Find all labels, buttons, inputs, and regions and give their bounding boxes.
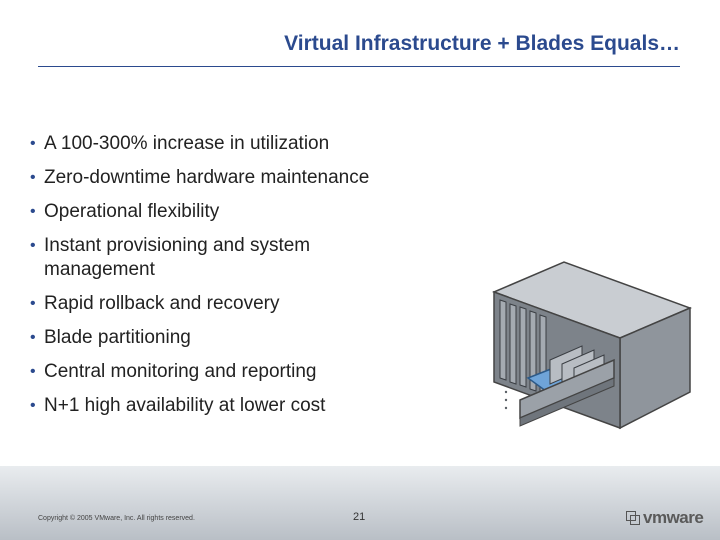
blade-server-chassis-illustration	[491, 261, 693, 430]
vmware-logo: vmware	[626, 508, 704, 528]
bullet-dot: •	[30, 397, 36, 414]
bullet-text: Instant provisioning and system manageme…	[44, 235, 311, 280]
bullet-text: Zero-downtime hardware maintenance	[44, 167, 370, 188]
footer-band	[0, 466, 720, 540]
bullet-item: • Operational flexibility	[30, 200, 470, 224]
vmware-logo-text: vmware	[643, 508, 704, 527]
bullet-text: Central monitoring and reporting	[44, 361, 317, 382]
bullet-item: • Blade partitioning	[30, 326, 470, 350]
bullet-dot: •	[30, 135, 36, 152]
title-divider	[38, 66, 680, 67]
bullet-item: • N+1 high availability at lower cost	[30, 394, 470, 418]
bullet-text: A 100-300% increase in utilization	[44, 133, 330, 154]
bullet-dot: •	[30, 169, 36, 186]
bullet-text: N+1 high availability at lower cost	[44, 395, 326, 416]
bullet-list: • A 100-300% increase in utilization • Zer…	[30, 132, 470, 428]
bullet-text: Operational flexibility	[44, 201, 220, 222]
slide-title: Virtual Infrastructure + Blades Equals…	[284, 32, 680, 55]
copyright-text: Copyright © 2005 VMware, Inc. All rights…	[38, 515, 195, 522]
bullet-item: • Zero-downtime hardware maintenance	[30, 166, 470, 190]
bullet-text: Rapid rollback and recovery	[44, 293, 280, 314]
bullet-item: • Rapid rollback and recovery	[30, 292, 470, 316]
bullet-item: • Instant provisioning and system managem…	[30, 234, 389, 282]
bullet-text: Blade partitioning	[44, 327, 191, 348]
bullet-dot: •	[30, 329, 36, 346]
bullet-dot: •	[30, 363, 36, 380]
page-number: 21	[353, 511, 366, 523]
vmware-logo-icon	[626, 511, 640, 525]
bullet-dot: •	[30, 203, 36, 220]
bullet-dot: •	[30, 295, 36, 312]
bullet-item: • Central monitoring and reporting	[30, 360, 470, 384]
bullet-item: • A 100-300% increase in utilization	[30, 132, 470, 156]
bullet-dot: •	[30, 237, 36, 254]
